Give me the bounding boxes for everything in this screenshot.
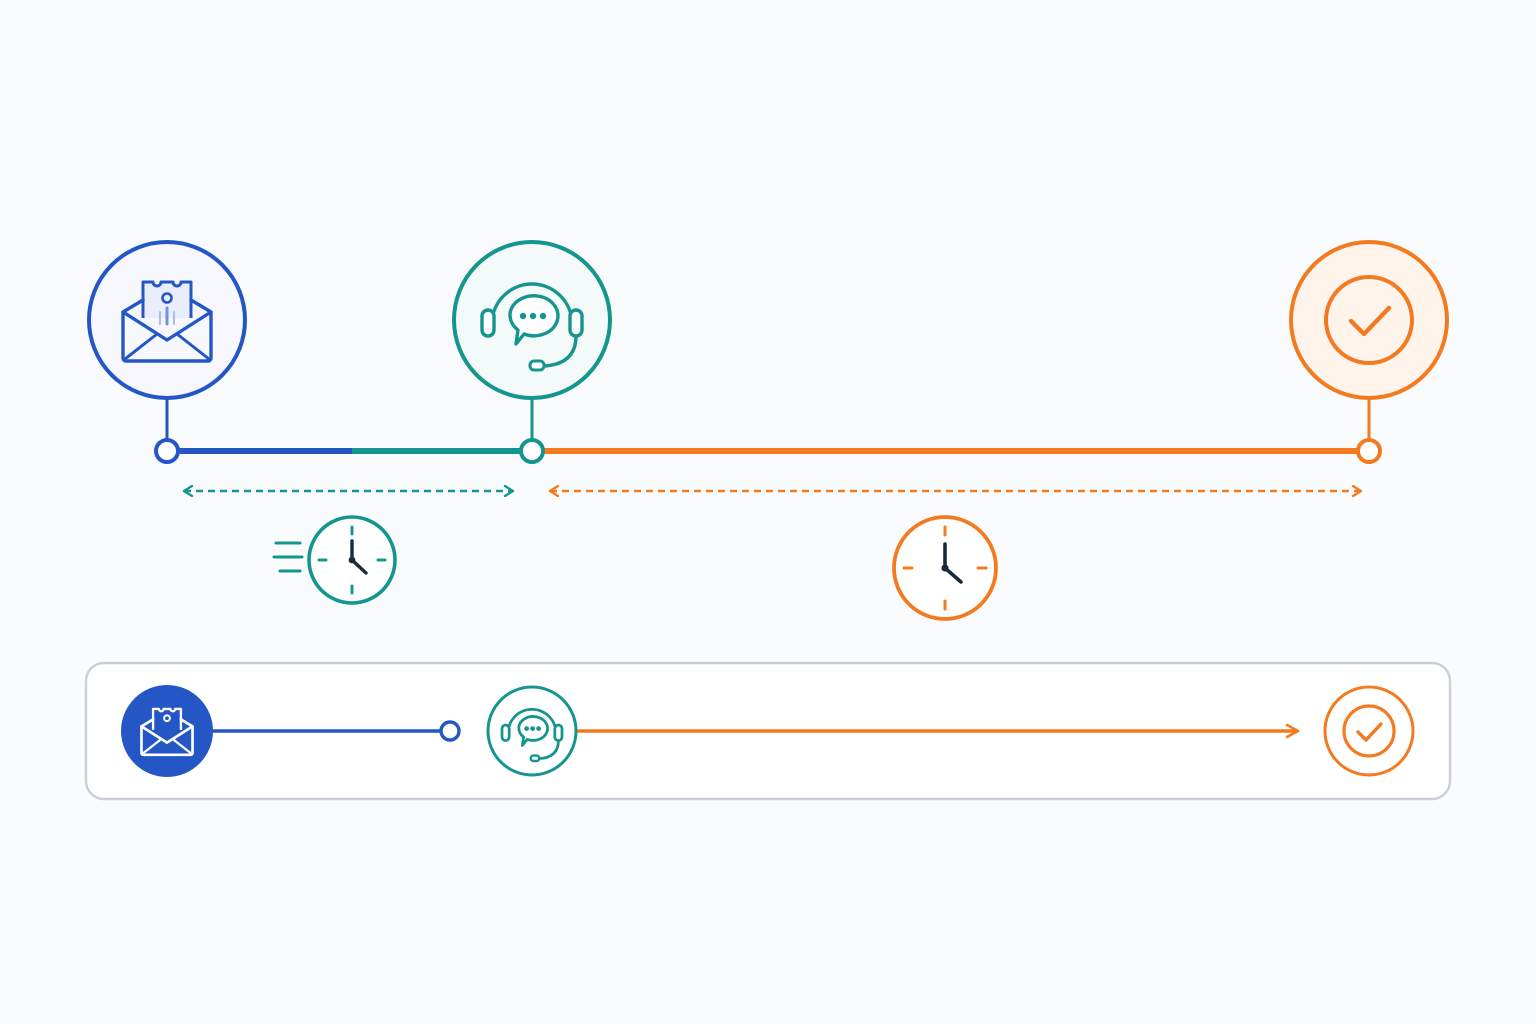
stage-ticket-submitted bbox=[87, 240, 247, 400]
summary-panel bbox=[84, 661, 1452, 801]
timeline-node-resolved bbox=[1356, 438, 1382, 464]
check-circle-icon bbox=[1324, 275, 1414, 365]
timeline-node-ticket bbox=[154, 438, 180, 464]
main-timeline bbox=[87, 240, 1449, 464]
ticket-envelope-icon bbox=[140, 707, 194, 757]
interval-fast bbox=[184, 491, 513, 605]
timeline-node-agent bbox=[519, 438, 545, 464]
summary-stage-resolved bbox=[1323, 685, 1415, 777]
interval-slow bbox=[550, 491, 1361, 621]
stage-resolved bbox=[1289, 240, 1449, 400]
support-headset-icon bbox=[500, 708, 564, 763]
fast-clock-icon bbox=[272, 515, 397, 605]
summary-stage-ticket bbox=[121, 685, 213, 777]
check-circle-icon bbox=[1342, 704, 1396, 758]
summary-node bbox=[439, 720, 461, 742]
clock-icon bbox=[892, 515, 998, 621]
stage-agent-response bbox=[452, 240, 612, 400]
summary-stage-agent bbox=[486, 685, 578, 777]
support-headset-icon bbox=[480, 282, 584, 372]
ticket-envelope-icon bbox=[121, 280, 213, 363]
